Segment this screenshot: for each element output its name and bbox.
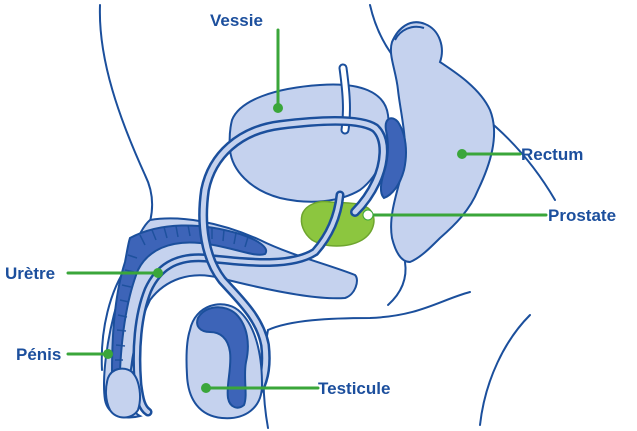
label-penis: Pénis <box>16 345 61 364</box>
rectum <box>391 22 494 262</box>
label-prostate: Prostate <box>548 206 616 225</box>
dot-bladder <box>273 103 283 113</box>
glans <box>106 369 140 418</box>
label-testicle: Testicule <box>318 379 390 398</box>
dot-rectum <box>457 149 467 159</box>
bladder <box>230 84 389 201</box>
label-urethra: Urètre <box>5 264 55 283</box>
dot-testicle <box>201 383 211 393</box>
dot-urethra <box>153 268 163 278</box>
anal-outline <box>388 262 406 305</box>
thigh-outline <box>268 292 470 330</box>
label-bladder: Vessie <box>210 11 263 30</box>
dot-prostate <box>363 210 373 220</box>
dot-penis <box>103 349 113 359</box>
label-rectum: Rectum <box>521 145 583 164</box>
buttock-outline <box>480 315 530 425</box>
